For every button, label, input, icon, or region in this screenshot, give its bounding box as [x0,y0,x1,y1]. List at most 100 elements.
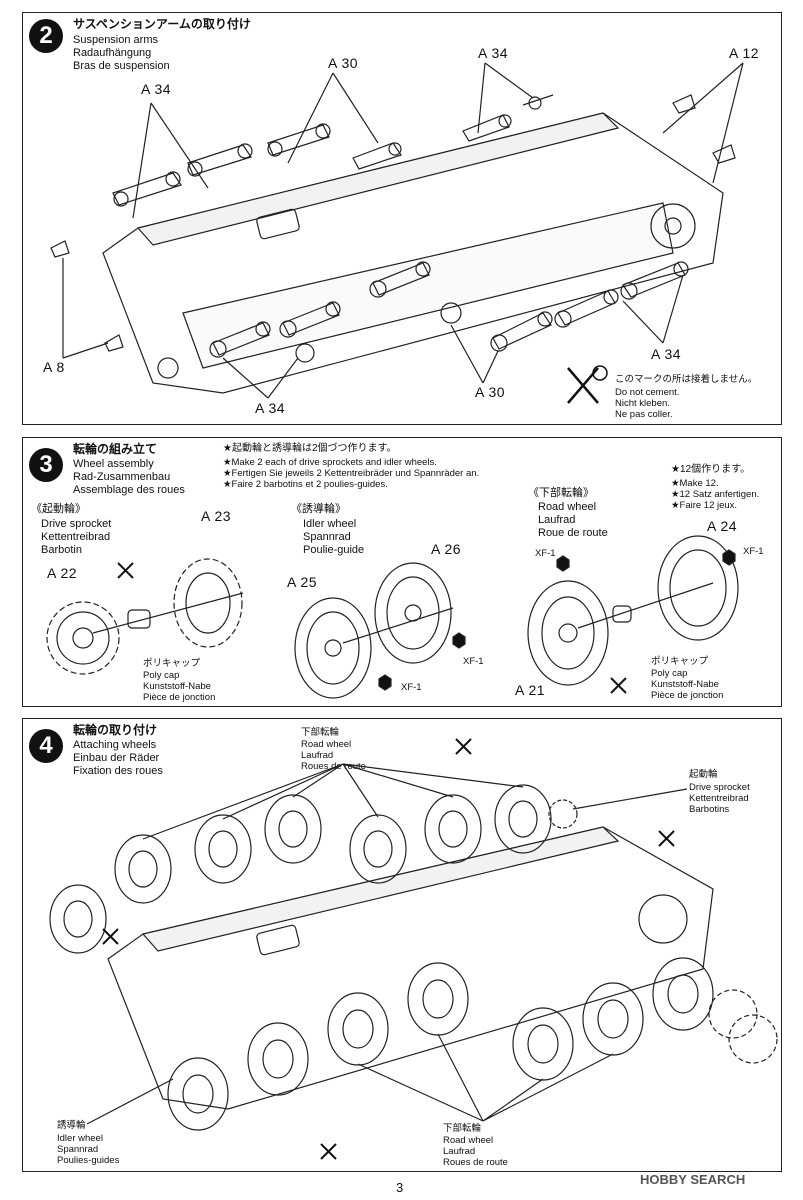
step-3-title-fr: Assemblage des roues [73,484,185,496]
part-label-a34-bottom-left: A 34 [255,400,286,416]
step-3-number: 3 [29,448,63,482]
road-wheel-en: Road wheel [538,501,597,513]
page-number: 3 [396,1180,404,1195]
no-cement-icon [658,830,675,847]
note-ja: このマークの所は接着しません。 [615,374,758,385]
part-label-a21: A 21 [515,682,546,698]
sprocket-cap-ja: ポリキャップ [143,658,201,669]
sprocket-label-fr: Barbotins [689,804,730,815]
road-cap-fr: Pièce de jonction [651,690,724,701]
part-label-a23: A 23 [201,508,232,524]
road-cap-de: Kunststoff-Nabe [651,679,719,690]
idler-wheel-en: Idler wheel [303,518,357,530]
step-3-diagram [46,535,739,699]
part-label-a34-bottom-right: A 34 [651,346,682,362]
top-road-wheels [49,784,552,954]
road-wheel-de: Laufrad [538,514,576,526]
part-label-a30-top: A 30 [328,55,359,71]
road-wheel-bottom-ja: 下部転輪 [443,1123,482,1134]
bottom-road-wheels [167,957,714,1131]
sprocket-cap-fr: Pièce de jonction [143,692,216,703]
part-label-a25: A 25 [287,574,318,590]
step-3-sub-de: ★12 Satz anfertigen. [671,489,760,500]
road-cap-ja: ポリキャップ [651,656,709,667]
idler-label-ja: 誘導輪 [57,1120,86,1131]
step-4-title-en: Attaching wheels [73,739,157,751]
part-label-a8: A 8 [43,359,65,375]
no-cement-icon [102,928,119,945]
part-label-a34-top-left: A 34 [141,81,172,97]
step-3-sub-en: ★Make 12. [671,478,719,489]
sprocket-label-ja: 起動輪 [689,769,718,780]
step-3-instruction-ja: ★起動輪と誘導輪は2個づつ作ります。 [223,443,397,454]
drive-sprocket-drawing [46,558,244,675]
step-3-sub-ja: ★12個作ります。 [671,464,751,475]
step-4-title-ja: 転輪の取り付け [73,723,158,737]
road-cap-en: Poly cap [651,668,688,679]
idler-paint-2: XF-1 [401,682,422,693]
step-4-number: 4 [29,729,63,763]
step-4-diagram [49,738,778,1160]
step-3-instruction-en: ★Make 2 each of drive sprockets and idle… [223,457,437,468]
road-wheel-top-ja: 下部転輪 [301,727,340,738]
note-fr: Ne pas coller. [615,409,673,420]
idler-label-fr: Poulies-guides [57,1155,120,1166]
step-3-sub-fr: ★Faire 12 jeux. [671,500,738,511]
idler-wheel-drawing [294,562,466,699]
part-label-a34-top-right: A 34 [478,45,509,61]
step-3-title-ja: 転輪の組み立て [73,442,158,456]
step-2-number: 2 [29,19,63,53]
step-3-panel: 3 転輪の組み立て Wheel assembly Rad-Zusammenbau… [22,437,782,707]
no-cement-icon [117,562,134,579]
idler-wheel-heading: 《誘導輪》 [291,503,346,515]
step-3-title-en: Wheel assembly [73,458,154,470]
road-wheel-top-de: Laufrad [301,750,334,761]
part-label-a12: A 12 [729,45,760,61]
step-2-title-en: Suspension arms [73,34,158,46]
road-wheel-drawing [527,535,739,686]
road-paint-2: XF-1 [535,548,556,559]
idler-label-en: Idler wheel [57,1133,103,1144]
step-2-title-fr: Bras de suspension [73,60,170,72]
watermark: HOBBY SEARCH [640,1172,746,1187]
step-2-panel: 2 サスペンションアームの取り付け Suspension arms Radauf… [22,12,782,425]
step-2-title-de: Radaufhängung [73,47,152,59]
step-4-panel: 4 転輪の取り付け Attaching wheels Einbau der Rä… [22,718,782,1172]
no-cement-icon [567,365,608,404]
road-wheel-top-en: Road wheel [301,739,352,750]
drive-sprocket-fr: Barbotin [41,544,82,556]
road-paint-1: XF-1 [743,546,764,557]
road-wheel-heading: 《下部転輪》 [528,487,594,499]
step-3-title-de: Rad-Zusammenbau [73,471,171,483]
step-4-title-de: Einbau der Räder [73,752,160,764]
step-3-instruction-fr: ★Faire 2 barbotins et 2 poulies-guides. [223,479,388,490]
drive-sprocket-en: Drive sprocket [41,518,112,530]
road-wheel-bottom-en: Road wheel [443,1135,494,1146]
part-label-a22: A 22 [47,565,78,581]
sprocket-cap-en: Poly cap [143,670,180,681]
part-label-a26: A 26 [431,541,462,557]
step-4-title-fr: Fixation des roues [73,765,163,777]
sprocket-label-de: Kettentreibrad [689,793,749,804]
drive-sprocket-heading: 《起動輪》 [31,503,86,515]
no-cement-icon [320,1143,337,1160]
part-label-a30-bottom: A 30 [475,384,506,400]
idler-wheel-fr: Poulie-guide [303,544,365,556]
drive-sprocket-de: Kettentreibrad [41,531,111,543]
no-cement-icon [610,677,627,694]
part-label-a24: A 24 [707,518,738,534]
no-cement-icon [455,738,472,755]
road-wheel-bottom-fr: Roues de route [443,1157,508,1168]
sprocket-cap-de: Kunststoff-Nabe [143,681,211,692]
step-2-diagram [50,62,744,404]
road-wheel-bottom-de: Laufrad [443,1146,476,1157]
step-2-title-ja: サスペンションアームの取り付け [73,17,251,31]
note-en: Do not cement. [615,387,680,398]
note-de: Nicht kleben. [615,398,670,409]
sprocket-label-en: Drive sprocket [689,782,750,793]
idler-label-de: Spannrad [57,1144,99,1155]
road-wheel-fr: Roue de route [538,527,608,539]
step-3-instruction-de: ★Fertigen Sie jeweils 2 Kettentreibräder… [223,468,480,479]
idler-paint-1: XF-1 [463,656,484,667]
idler-wheel-de: Spannrad [303,531,351,543]
